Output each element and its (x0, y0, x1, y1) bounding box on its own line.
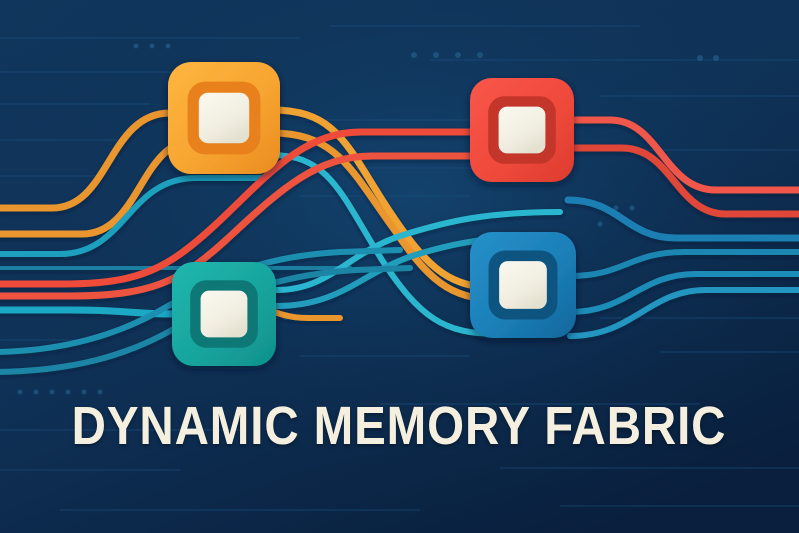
wire-teal-in-left (0, 306, 194, 318)
wire-cyan-out-teal-a (273, 209, 563, 293)
wire-red-in-lower-b (0, 152, 474, 300)
wire-red-in-lower-a (0, 128, 474, 288)
wire-blue-out-2 (567, 271, 799, 315)
wire-cyan-lower-1 (0, 247, 403, 355)
memory-node-orange-chip-face (198, 92, 250, 144)
memory-node-blue[interactable] (470, 232, 576, 338)
memory-node-orange[interactable] (168, 62, 280, 174)
wire-cyan-in-upper (0, 175, 265, 257)
circuit-traces (0, 25, 799, 511)
memory-node-red[interactable] (470, 78, 574, 182)
memory-node-teal[interactable] (172, 262, 276, 366)
wire-blue-out-3 (567, 287, 799, 339)
wire-blue-out-1 (567, 249, 799, 279)
wire-red-out-upper (566, 116, 799, 194)
wire-blue-out-upper (564, 196, 799, 242)
memory-node-blue-chip-face (499, 261, 547, 309)
node-layer (168, 62, 576, 366)
wire-orange-out-upper (268, 106, 564, 292)
memory-node-red-chip-face (498, 106, 546, 154)
memory-node-teal-chip-face (200, 290, 248, 338)
wire-orange-in-upper (0, 109, 186, 212)
wire-red-out-lower (566, 144, 799, 218)
